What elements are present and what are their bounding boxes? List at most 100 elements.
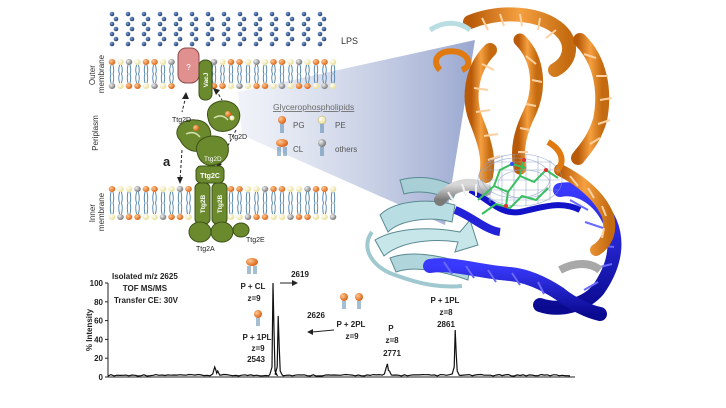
lps-molecule xyxy=(109,11,119,47)
lipid xyxy=(278,73,286,89)
lipid xyxy=(151,59,158,75)
blue-helix-lower xyxy=(423,258,607,321)
outer-membrane-bilayer xyxy=(108,59,337,89)
lps-molecule xyxy=(125,11,135,47)
orange-loop xyxy=(433,48,472,73)
lipid xyxy=(295,59,303,75)
lipid xyxy=(329,59,337,75)
lipid xyxy=(287,186,294,204)
lipid xyxy=(108,202,116,220)
arrow-to-2626-head xyxy=(307,329,313,335)
annotation-p-1pl-z8: P + 1PL z=8 2861 xyxy=(430,296,459,329)
lipid xyxy=(312,73,320,89)
lipid xyxy=(312,186,320,204)
lipid xyxy=(185,186,192,204)
lipid xyxy=(151,186,158,204)
lipid xyxy=(236,202,243,220)
lipid xyxy=(261,73,269,89)
lipid xyxy=(142,186,150,204)
lipid xyxy=(168,186,175,204)
cyan-loop-top xyxy=(428,20,472,33)
lipid xyxy=(253,186,260,204)
orange-helix-left xyxy=(464,43,501,183)
annotation-p-cl: P + CL z=9 xyxy=(240,258,267,303)
y-tick-label: 40 xyxy=(94,335,103,344)
legend-cl-icon xyxy=(276,139,288,156)
lipid xyxy=(270,73,277,89)
lps-molecule xyxy=(269,11,279,47)
lipid xyxy=(227,202,235,220)
lipid xyxy=(270,186,277,204)
legend-others: others xyxy=(335,145,357,154)
lipid xyxy=(227,186,235,204)
y-tick-label: 20 xyxy=(94,354,103,363)
ligand-atoms xyxy=(504,158,548,208)
lipid xyxy=(261,59,269,75)
lipid xyxy=(244,202,252,220)
lipid xyxy=(295,186,303,204)
lipid xyxy=(253,202,260,220)
lipid xyxy=(168,73,175,89)
orange-helix-lower xyxy=(554,164,616,256)
legend-pg: PG xyxy=(293,121,305,130)
y-tick-label: 60 xyxy=(94,317,103,326)
lipid xyxy=(142,59,150,75)
orange-helix-right xyxy=(571,33,613,165)
lipid xyxy=(159,59,167,75)
lipid xyxy=(176,186,184,204)
lps-chains xyxy=(109,11,327,47)
lipid xyxy=(304,186,311,204)
lipid xyxy=(176,202,184,220)
lipid xyxy=(270,202,277,220)
lipid xyxy=(287,59,294,75)
lipid xyxy=(134,202,141,220)
arrow-to-2619-head xyxy=(292,280,298,286)
annotation-p-z8: P z=8 2771 xyxy=(383,324,401,358)
blue-loop xyxy=(468,187,582,216)
lps-molecule xyxy=(237,11,247,47)
lipid xyxy=(236,59,243,75)
lipid xyxy=(261,202,269,220)
ttg2c-protein xyxy=(195,165,225,184)
svg-text:P + CL z=9: P + CL z=9 xyxy=(240,282,267,303)
lipid xyxy=(321,186,328,204)
lipid xyxy=(287,202,294,220)
legend-cl: CL xyxy=(293,145,304,154)
lps-molecule xyxy=(221,11,231,47)
peak-label-2543: 2543 xyxy=(247,355,265,364)
lipid xyxy=(151,73,158,89)
svg-text:Ttg2B: Ttg2B xyxy=(200,194,207,213)
lps-molecule xyxy=(173,11,183,47)
grey-loop xyxy=(558,260,603,274)
lipid xyxy=(134,73,141,89)
y-tick-label: 0 xyxy=(99,373,104,382)
lipid xyxy=(227,73,235,89)
mass-spectrum: Isolated m/z 2625 TOF MS/MS Transfer CE:… xyxy=(85,258,575,382)
lipid xyxy=(134,186,141,204)
ttg2d-bottom xyxy=(195,135,229,166)
lps-label: LPS xyxy=(341,36,358,46)
lipid xyxy=(329,186,337,204)
ttg2d-crystal-structure xyxy=(365,7,622,321)
ttg2a-left xyxy=(188,221,212,243)
lipid xyxy=(125,59,133,75)
svg-text:Ttg2C: Ttg2C xyxy=(200,173,220,180)
electron-density-mesh xyxy=(477,153,563,207)
lipid xyxy=(278,59,286,75)
lipid xyxy=(125,186,133,204)
arrow-to-2626 xyxy=(311,329,335,333)
lipid xyxy=(244,73,252,89)
lipid xyxy=(142,202,150,220)
lipid xyxy=(312,59,320,75)
pl-lipid-icon xyxy=(254,310,262,326)
legend-pe-icon xyxy=(317,115,327,133)
svg-text:VacJ: VacJ xyxy=(203,72,210,87)
svg-text:Ttg2A: Ttg2A xyxy=(196,246,215,253)
lipid xyxy=(278,186,286,204)
lipid xyxy=(321,202,328,220)
lipid xyxy=(329,202,337,220)
svg-text:P + 1PL z=9: P + 1PL z=9 xyxy=(242,333,273,353)
vacj-protein: VacJ xyxy=(198,59,213,101)
